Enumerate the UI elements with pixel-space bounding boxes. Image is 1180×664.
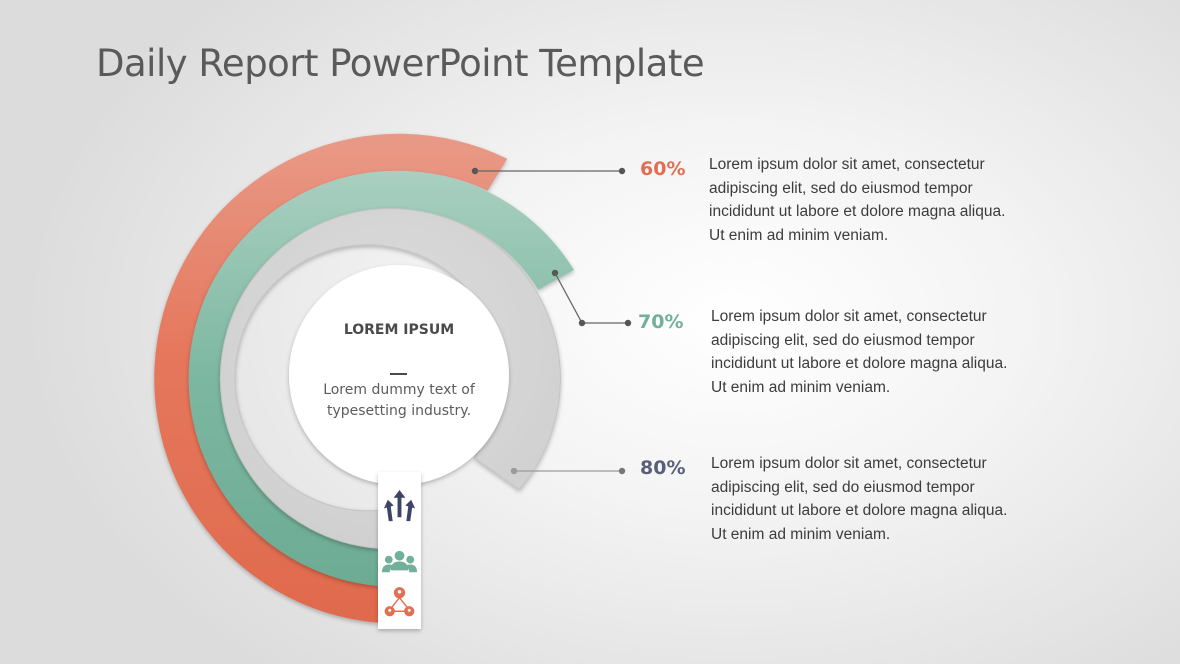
center-circle (289, 265, 509, 485)
description-70: Lorem ipsum dolor sit amet, consectetur … (711, 308, 1008, 396)
network-icon (384, 587, 415, 617)
arrows-split-icon (383, 489, 416, 522)
percent-label-60: 60% (640, 158, 686, 180)
leader-line-80 (510, 467, 626, 475)
percent-label-80: 80% (640, 457, 686, 479)
team-icon (381, 550, 418, 573)
center-text: Lorem dummy text of typesetting industry… (323, 382, 475, 419)
ring-orange (154, 133, 508, 623)
leader-line-60 (471, 167, 626, 175)
icon-strip (378, 472, 421, 629)
slide-title: Daily Report PowerPoint Template (96, 42, 705, 85)
percent-label-70: 70% (638, 311, 684, 333)
leader-line-70 (551, 269, 632, 327)
center-heading: LOREM IPSUM (343, 322, 455, 338)
ring-gray (219, 208, 561, 549)
description-80: Lorem ipsum dolor sit amet, consectetur … (711, 455, 1008, 543)
center-divider (390, 373, 407, 375)
description-60: Lorem ipsum dolor sit amet, consectetur … (709, 156, 1006, 244)
